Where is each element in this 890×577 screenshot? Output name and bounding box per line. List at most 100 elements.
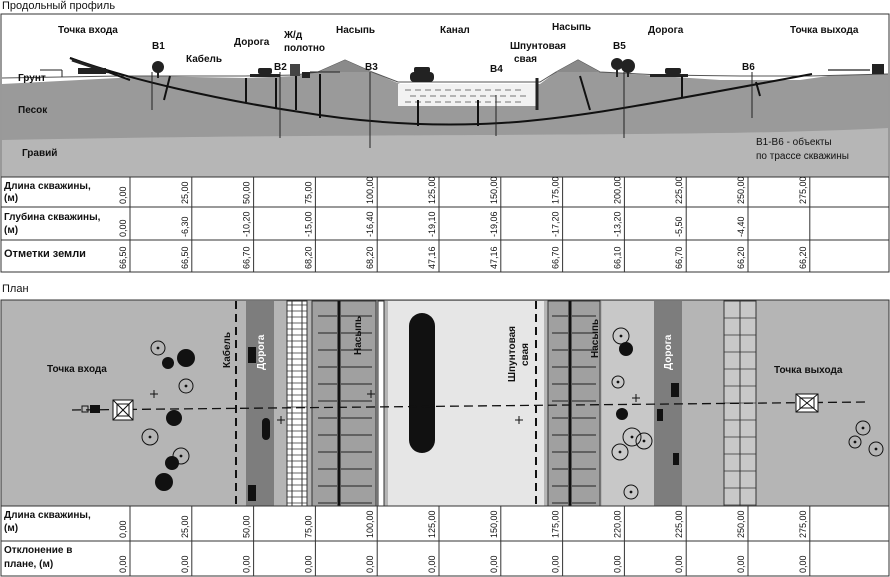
pt-row2-label-2: (м) xyxy=(4,225,18,236)
profile-table-cell: -17,20 xyxy=(551,211,561,237)
plan-embank-1 xyxy=(311,300,377,507)
plan-table-cell: 225,00 xyxy=(674,510,684,538)
b6-label: В6 xyxy=(742,62,755,73)
tree-icon xyxy=(612,327,630,345)
plan-cable-label: Кабель xyxy=(221,332,233,368)
profile-table-cell: 200,00 xyxy=(612,176,622,204)
plan-sheet-label-2: свая xyxy=(520,343,531,366)
plan-table-cell: 100,00 xyxy=(365,510,375,538)
borehole-path xyxy=(69,57,813,126)
profile-table-cell: -10,20 xyxy=(242,211,252,237)
tree-icon xyxy=(611,443,629,461)
profile-table-cell: 68,20 xyxy=(303,246,313,269)
plan-table-cell: 0,00 xyxy=(489,555,499,573)
profile-table-cell: -13,20 xyxy=(612,211,622,237)
tree-icon xyxy=(635,432,653,450)
pl-row1-label-1: Длина скважины, xyxy=(4,510,91,521)
plan-section: Точка входа Точка выхода Кабель Дорога Н… xyxy=(0,299,890,507)
embank-label-1: Насыпь xyxy=(336,25,375,36)
road-label-1: Дорога xyxy=(234,37,270,48)
profile-table-cell: 66,50 xyxy=(180,246,190,269)
plan-table-cell: 250,00 xyxy=(736,510,746,538)
profile-table-cell: -4,40 xyxy=(736,216,746,237)
tree-icon xyxy=(150,340,166,356)
plan-exit-icon xyxy=(795,393,819,413)
plan-table-cell: 150,00 xyxy=(489,510,499,538)
plan-table-cell: 0,00 xyxy=(118,555,128,573)
profile-table-cell: 275,00 xyxy=(798,176,808,204)
profile-table-cell: 75,00 xyxy=(303,181,313,204)
profile-table-cell: 0,00 xyxy=(118,186,128,204)
profile-table-cell: 225,00 xyxy=(674,176,684,204)
rig-icon xyxy=(71,58,109,74)
plan-borehole-axis xyxy=(71,401,869,411)
bush-icon xyxy=(155,473,173,491)
plan-table-cell: 0,00 xyxy=(118,520,128,538)
profile-table-cell: 50,00 xyxy=(242,181,252,204)
profile-table-cell: 25,00 xyxy=(180,181,190,204)
profile-table-cell: 0,00 xyxy=(118,219,128,237)
exit-icon xyxy=(828,64,884,74)
plan-embank-label-1: Насыпь xyxy=(353,316,364,355)
profile-table-cell: 150,00 xyxy=(489,176,499,204)
tree-icon xyxy=(855,420,871,436)
bush-icon xyxy=(162,357,174,369)
rail-icon xyxy=(290,64,340,78)
bush-icon xyxy=(177,349,195,367)
tree-icon xyxy=(152,61,164,78)
b2-label: В2 xyxy=(274,62,287,73)
pt-row1-label-2: (м) xyxy=(4,193,18,204)
plan-boat xyxy=(409,313,435,453)
profile-table-cell: 66,50 xyxy=(118,246,128,269)
canal-label: Канал xyxy=(440,25,470,36)
profile-table-cell: -16,40 xyxy=(365,211,375,237)
tree-icon xyxy=(868,441,884,457)
tree-icon xyxy=(141,428,159,446)
exit-label: Точка выхода xyxy=(790,25,859,36)
profile-table-cell: 66,20 xyxy=(798,246,808,269)
rail-label-1: Ж/д xyxy=(283,30,303,41)
sheet-label-1: Шпунтовая xyxy=(510,41,566,52)
road-label-2: Дорога xyxy=(648,25,684,36)
plan-table-cell: 125,00 xyxy=(427,510,437,538)
tree-icon xyxy=(622,427,642,447)
plan-table-cell: 0,00 xyxy=(674,555,684,573)
plan-table-cell: 175,00 xyxy=(551,510,561,538)
sheet-label-2: свая xyxy=(514,54,537,65)
plan-rail xyxy=(286,300,308,507)
plan-road-1 xyxy=(246,301,274,506)
soil-label: Грунт xyxy=(18,73,46,84)
profile-table-cell: 47,16 xyxy=(427,246,437,269)
note-line-1: В1-В6 - объекты xyxy=(756,136,832,148)
plan-table-cell: 0,00 xyxy=(180,555,190,573)
plan-table-cell: 50,00 xyxy=(242,515,252,538)
tree-group-icon xyxy=(611,58,635,77)
car-icon xyxy=(250,68,688,77)
profile-table-cell: -19,06 xyxy=(489,211,499,237)
pt-row1-label-1: Длина скважины, xyxy=(4,181,91,192)
plan-table-cell: 220,00 xyxy=(612,510,622,538)
profile-table-cell: -15,00 xyxy=(303,211,313,237)
embank-label-2: Насыпь xyxy=(552,22,591,33)
profile-table-cell: 66,70 xyxy=(674,246,684,269)
plan-table-cell: 0,00 xyxy=(551,555,561,573)
tree-icon xyxy=(848,435,862,449)
profile-table-cell: 66,70 xyxy=(242,246,252,269)
profile-table-cell: -19,10 xyxy=(427,211,437,237)
bush-icon xyxy=(166,410,182,426)
pl-row2-label-2: плане, (м) xyxy=(4,559,53,570)
profile-table-cell: 100,00 xyxy=(365,176,375,204)
plan-entry-rig-icon xyxy=(81,399,134,421)
plan-embank-label-2: Насыпь xyxy=(590,319,601,358)
plan-table-cell: 0,00 xyxy=(798,555,808,573)
plan-exit-label: Точка выхода xyxy=(774,365,843,376)
plan-road-label-2: Дорога xyxy=(663,334,674,370)
plan-table-cell: 275,00 xyxy=(798,510,808,538)
profile-title: Продольный профиль xyxy=(2,0,116,12)
pl-row2-label-1: Отклонение в xyxy=(4,545,72,556)
profile-table-cell: -6,30 xyxy=(180,216,190,237)
canal-water xyxy=(398,84,538,106)
plan-table-cell: 75,00 xyxy=(303,515,313,538)
plan-table-cell: 0,00 xyxy=(612,555,622,573)
